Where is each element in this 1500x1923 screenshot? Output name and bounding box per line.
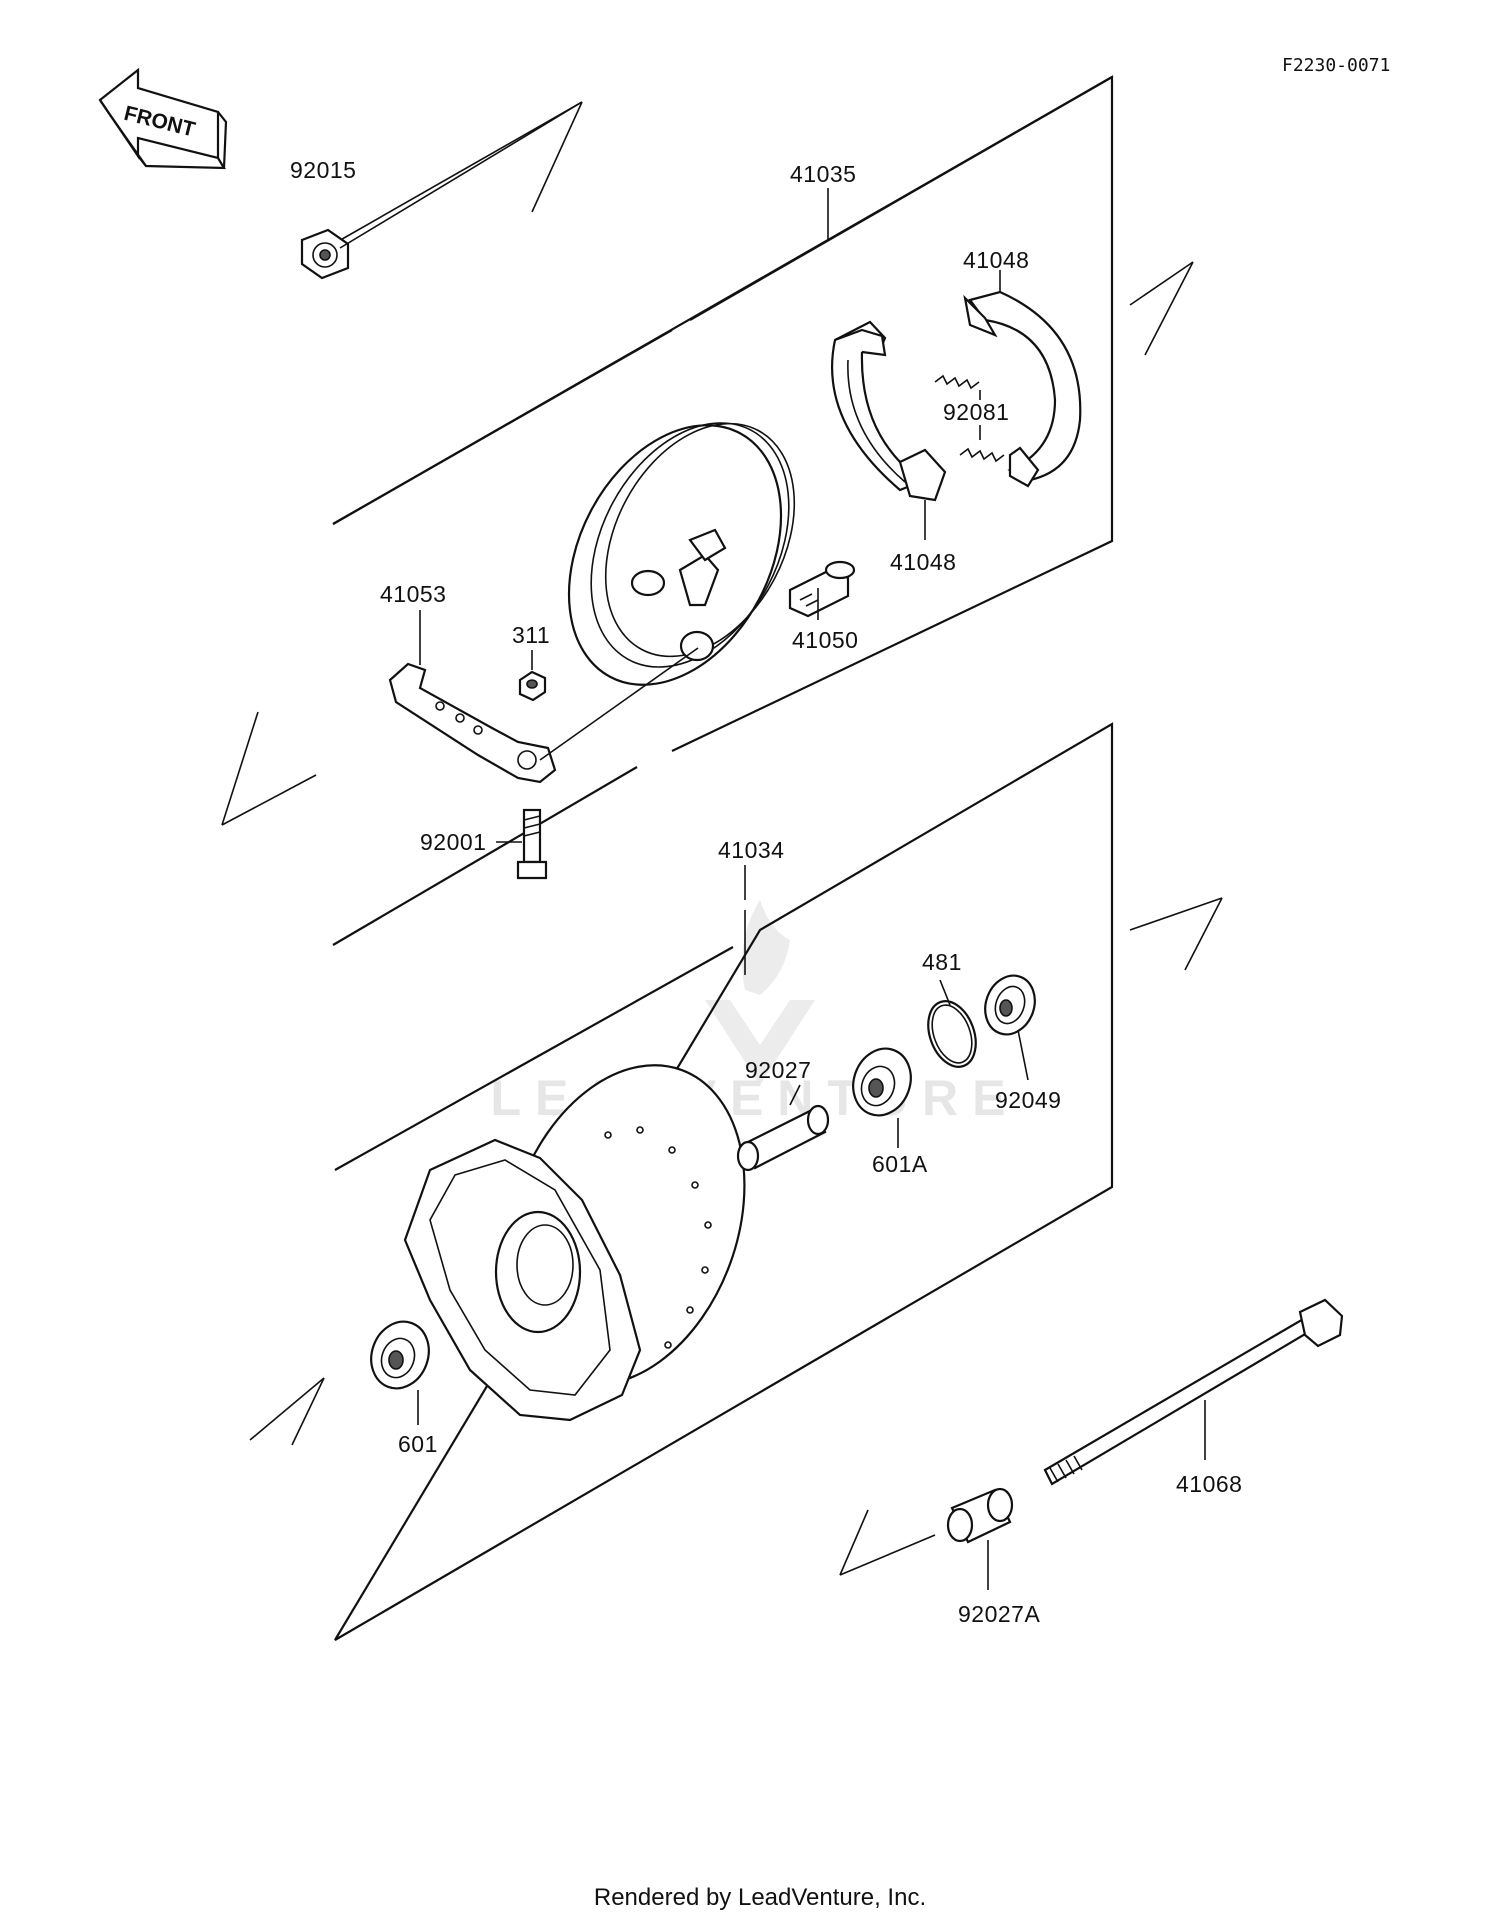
front-arrow-icon: FRONT (98, 67, 228, 170)
part-481-circlip[interactable] (920, 995, 985, 1074)
label-41034[interactable]: 41034 (718, 837, 784, 863)
label-601A[interactable]: 601A (872, 1151, 928, 1177)
part-311-nut[interactable] (518, 670, 547, 702)
label-481[interactable]: 481 (922, 949, 962, 975)
footer-credit: Rendered by LeadVenture, Inc. (594, 1884, 926, 1911)
part-41050-brake-cam[interactable] (788, 560, 856, 618)
label-41068[interactable]: 41068 (1176, 1471, 1242, 1497)
label-41053[interactable]: 41053 (380, 581, 446, 607)
part-92015-nut[interactable] (300, 101, 583, 280)
part-92027A-collar[interactable] (946, 1487, 1014, 1544)
part-labels: 92015 41035 41048 92081 41048 41053 311 … (290, 157, 1242, 1627)
label-92049[interactable]: 92049 (995, 1087, 1061, 1113)
break-marks (221, 101, 1223, 1576)
label-92027A[interactable]: 92027A (958, 1601, 1040, 1627)
part-41053-brake-lever[interactable] (388, 647, 699, 784)
label-92015[interactable]: 92015 (290, 157, 356, 183)
label-92001[interactable]: 92001 (420, 829, 486, 855)
part-92027-collar[interactable] (736, 1104, 830, 1172)
label-41035[interactable]: 41035 (790, 161, 856, 187)
label-92081[interactable]: 92081 (943, 399, 1009, 425)
watermark: LEADVENTURE (490, 900, 1006, 1126)
part-92049-oil-seal[interactable] (977, 969, 1043, 1042)
diagram-ref-code: F2230-0071 (1282, 55, 1390, 76)
part-brake-panel[interactable] (526, 389, 832, 722)
label-41048-top[interactable]: 41048 (963, 247, 1029, 273)
hub-box (334, 722, 1114, 1641)
label-41048-bottom[interactable]: 41048 (890, 549, 956, 575)
part-92081-springs[interactable] (934, 374, 1005, 463)
part-41068-axle[interactable] (1043, 1298, 1344, 1486)
part-41048-brake-shoe-right[interactable] (963, 290, 1082, 488)
part-92001-bolt[interactable] (516, 808, 548, 880)
part-41048-brake-shoe-left[interactable] (831, 320, 947, 502)
label-41050[interactable]: 41050 (792, 627, 858, 653)
label-92027[interactable]: 92027 (745, 1057, 811, 1083)
label-601[interactable]: 601 (398, 1431, 438, 1457)
label-311[interactable]: 311 (512, 622, 550, 648)
part-601-bearing[interactable] (362, 1313, 438, 1396)
part-601A-bearing[interactable] (844, 1040, 920, 1123)
leader-lines (417, 188, 1206, 1590)
front-arrow-label: FRONT (122, 102, 198, 142)
part-41034-front-hub[interactable] (403, 910, 787, 1422)
